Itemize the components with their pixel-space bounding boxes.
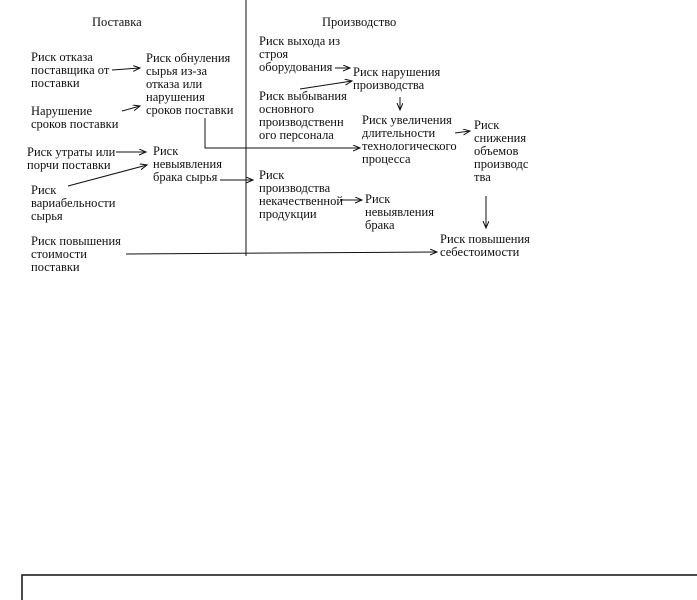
arrow-staff-to-disruption	[299, 81, 352, 90]
node-raw-variability: Риск вариабельности сырья	[31, 183, 116, 223]
node-process-duration: Риск увеличения длительности технологиче…	[362, 113, 457, 166]
column-header-supply: Поставка	[92, 15, 142, 29]
arrow-delay-to-zeroing	[121, 106, 140, 112]
node-defective-production: Риск производства некачественной продукц…	[259, 168, 344, 221]
node-output-reduction: Риск снижения объемов производс тва	[474, 118, 529, 184]
arrow-process-duration-to-output	[454, 131, 470, 133]
node-cost-increase: Риск повышения себестоимости	[440, 232, 530, 259]
column-header-production: Производство	[322, 15, 397, 29]
node-loss-spoilage: Риск утраты или порчи поставки	[27, 145, 116, 172]
node-equipment-failure: Риск выхода из строя оборудования	[259, 34, 341, 74]
arrow-variability-to-undetected-raw	[67, 165, 147, 187]
node-raw-zeroing: Риск обнуления сырья из-за отказа или на…	[146, 51, 234, 117]
node-undetected-raw-defect: Риск невыявления брака сырья	[153, 144, 222, 184]
arrow-zeroing-to-process-duration	[204, 118, 360, 148]
arrow-delivery-cost-to-cost-increase	[125, 252, 437, 254]
node-production-disruption: Риск нарушения производства	[353, 65, 441, 92]
node-delivery-delay: Нарушение сроков поставки	[31, 104, 119, 131]
arrow-refusal-to-zeroing	[111, 68, 140, 70]
node-delivery-cost: Риск повышения стоимости поставки	[31, 234, 121, 274]
node-supplier-refusal: Риск отказа поставщика от поставки	[31, 50, 110, 90]
node-staff-attrition: Риск выбывания основного производственн …	[259, 89, 347, 142]
node-undetected-defect: Риск невыявления брака	[365, 192, 434, 232]
footer-frame	[21, 574, 697, 600]
